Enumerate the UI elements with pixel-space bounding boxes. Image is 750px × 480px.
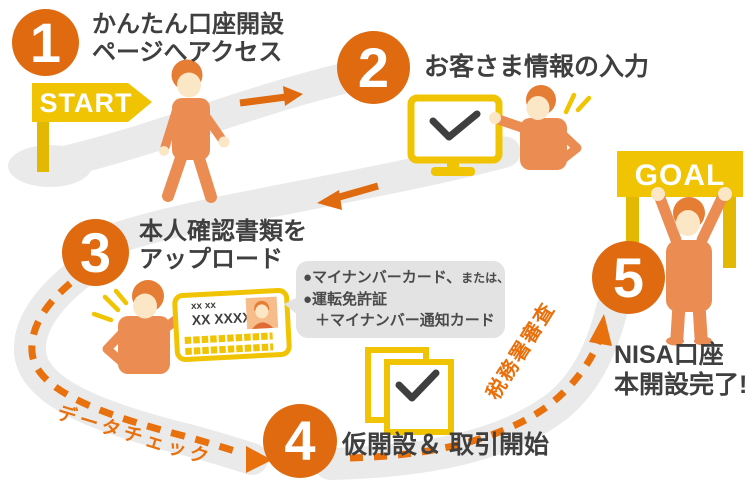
step4-number-badge: 4 <box>263 404 337 478</box>
step1-number-badge: 1 <box>12 9 79 76</box>
bubble-line-2: ●運転免許証 <box>303 291 388 308</box>
id-card-name-large: XX XXXX <box>191 309 252 328</box>
person-step2 <box>489 85 592 170</box>
person3-face <box>133 293 157 319</box>
step1-title: かんたん口座開設 ページへアクセス <box>92 11 284 66</box>
step3-title: 本人確認書類を アップロード <box>139 218 307 273</box>
person-walking-step1 <box>159 59 230 203</box>
id-card-name-small: xx xx <box>191 300 217 312</box>
step5-number-badge: 5 <box>592 241 665 314</box>
id-card: xx xx XX XXXX <box>172 288 292 362</box>
bubble-line-3: ＋マイナンバー通知カード <box>315 312 495 329</box>
arrow-right-step1-to-2-icon <box>239 86 303 107</box>
start-sign-pole <box>37 121 49 172</box>
documents-checkmark-icon <box>395 369 440 402</box>
person-step3 <box>91 280 185 374</box>
person5-face <box>676 210 700 236</box>
route-markers <box>28 86 612 473</box>
goal-post-right <box>723 194 736 268</box>
step5-title: NISA口座 本開設完了! <box>614 341 748 399</box>
goal-label: GOAL <box>635 159 726 192</box>
start-sign: START <box>32 83 152 172</box>
step4-title: 仮開設＆ 取引開始 <box>342 431 549 459</box>
person1-face <box>177 72 201 98</box>
monitor-checkmark-icon <box>429 110 481 141</box>
start-label: START <box>40 88 133 118</box>
bubble-line-1: ●マイナンバーカード、または、 <box>303 269 510 286</box>
start-flag <box>32 83 152 122</box>
arrowhead-step5-icon <box>589 314 612 346</box>
step2-title: お客さま情報の入力 <box>424 53 650 81</box>
emphasis-marks-step3-icon <box>91 288 129 323</box>
person-step5-goal <box>651 187 732 346</box>
accepted-documents-bubble: ●マイナンバーカード、または、 ●運転免許証 ＋マイナンバー通知カード <box>284 261 510 338</box>
step2-number-badge: 2 <box>337 31 410 104</box>
person2-face <box>526 96 550 120</box>
arrow-left-step2-to-3-icon <box>317 182 379 210</box>
road-segment-1-2 <box>42 54 396 179</box>
road-segment-4-5 <box>314 289 629 480</box>
dashed-line-step4-to-5 <box>349 332 605 462</box>
documents-icon <box>365 347 454 435</box>
dashed-line-step3-to-4 <box>28 265 240 456</box>
monitor-icon <box>407 94 503 176</box>
step3-number-badge: 3 <box>62 219 129 286</box>
emphasis-marks-step2-icon <box>563 92 592 115</box>
arrowhead-step4-icon <box>246 446 272 473</box>
goal-sign: GOAL <box>617 151 743 268</box>
